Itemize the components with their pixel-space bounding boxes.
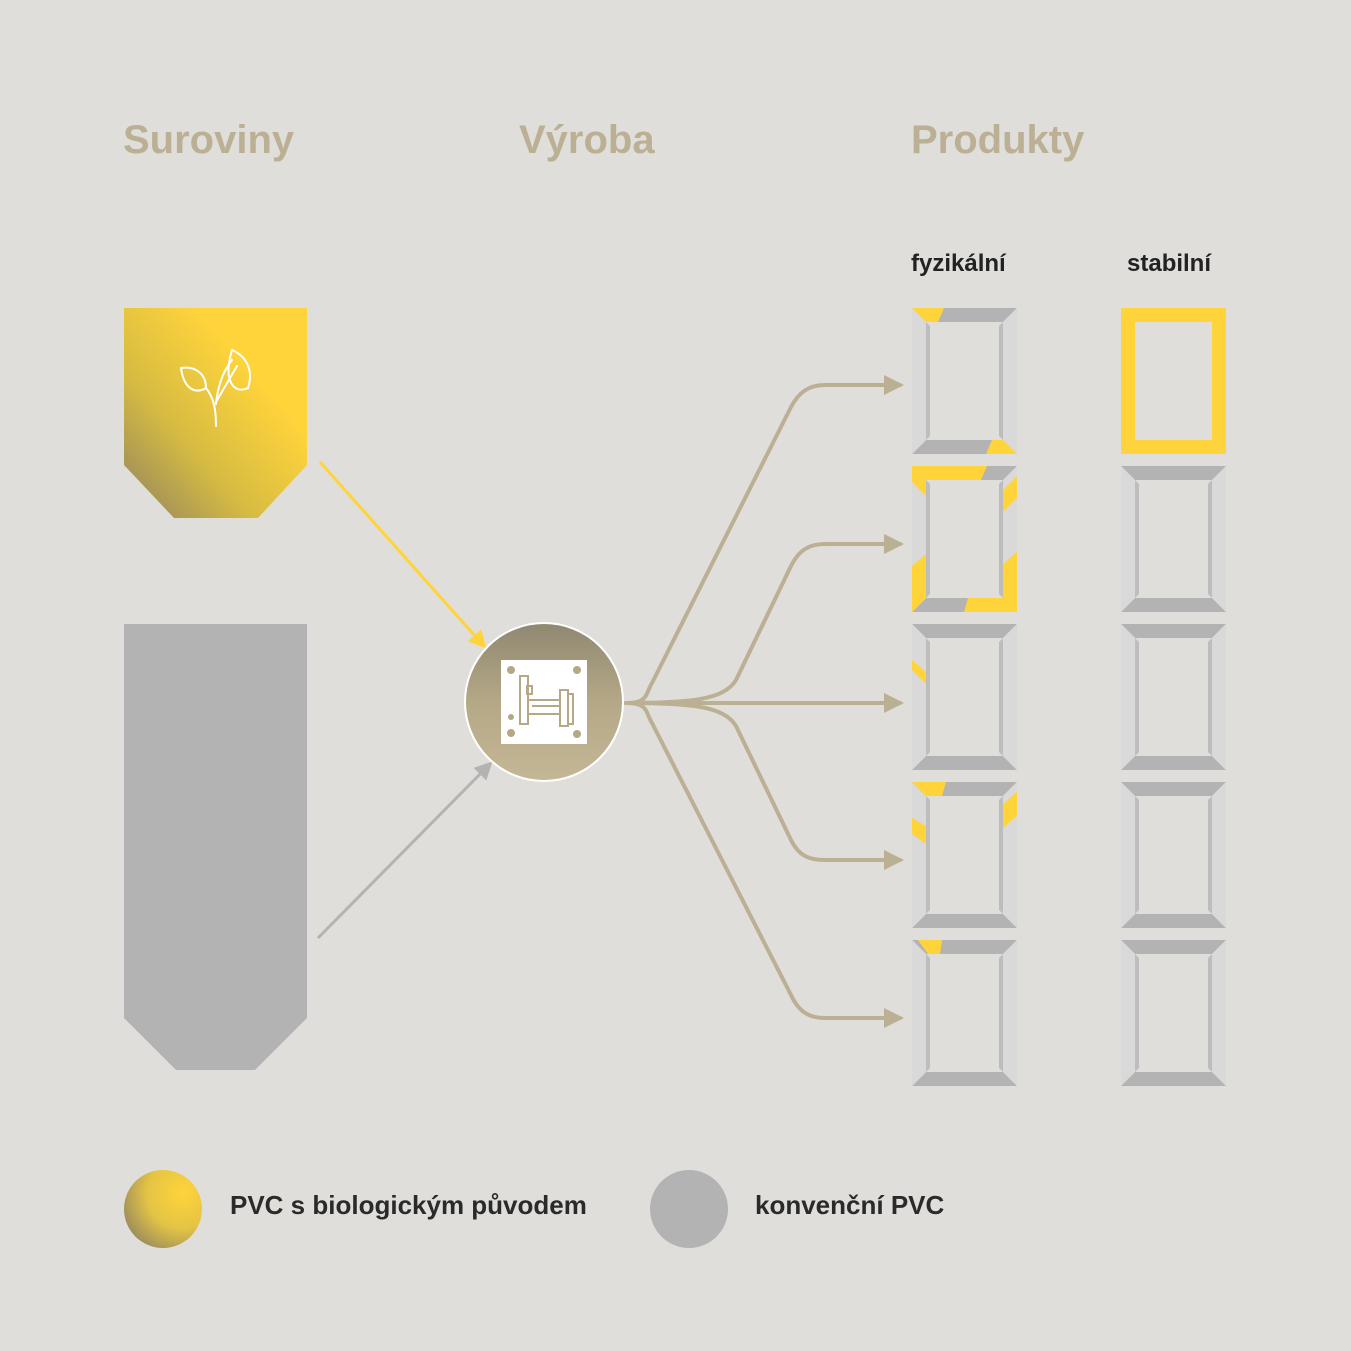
frame-bottom [912, 756, 1017, 770]
frame-bevel-left [1135, 638, 1139, 756]
bio-silo [124, 308, 307, 518]
frame-right [1003, 308, 1017, 454]
physical-frame-2 [912, 466, 1017, 612]
frame-bevel-right [1208, 638, 1212, 756]
heading-production: Výroba [519, 118, 655, 162]
bio-segment [918, 940, 942, 954]
stable-frame-2 [1121, 466, 1226, 612]
frame-bottom [912, 1072, 1017, 1086]
frame-bevel-left [1135, 480, 1139, 598]
physical-frame-1 [912, 308, 1017, 454]
extrusion-machine-icon [501, 660, 587, 744]
sprout-icon [180, 349, 251, 427]
output-flows [624, 375, 904, 1028]
frame-bevel-left [926, 638, 930, 756]
stable-products [1121, 308, 1226, 1086]
frame-right [1212, 308, 1226, 454]
frame-bevel-left [926, 796, 930, 914]
bio-segment [1003, 792, 1017, 828]
legend-conventional-swatch [650, 1170, 728, 1248]
frame-bottom [1121, 598, 1226, 612]
frame-right [1212, 624, 1226, 770]
legend-conventional-label: konvenční PVC [755, 1190, 945, 1220]
bio-segment [912, 308, 944, 322]
bio-segment [912, 660, 926, 684]
bio-segment [912, 466, 987, 480]
bio-segment [912, 554, 926, 612]
stable-frame-4 [1121, 782, 1226, 928]
frame-top [1121, 940, 1226, 954]
frame-bevel-left [1135, 796, 1139, 914]
bio-segment [912, 818, 926, 844]
frame-left [912, 782, 926, 928]
frame-bottom [912, 914, 1017, 928]
frame-right [1212, 940, 1226, 1086]
stable-frame-3 [1121, 624, 1226, 770]
frame-bevel-left [926, 480, 930, 598]
frame-bevel-right [1208, 954, 1212, 1072]
frame-bevel-left [926, 322, 930, 440]
conventional-arrow [316, 761, 493, 940]
physical-products [912, 308, 1017, 1086]
bio-segment [986, 440, 1017, 454]
frame-left [912, 308, 926, 454]
frame-bevel-right [999, 322, 1003, 440]
frame-bevel-left [926, 954, 930, 1072]
bio-segment [912, 782, 946, 796]
production-machine [464, 622, 624, 782]
heading-raw-materials: Suroviny [123, 118, 295, 162]
physical-frame-5 [912, 940, 1017, 1086]
legend-bio-swatch [124, 1170, 202, 1248]
column-label-physical: fyzikální [911, 250, 1006, 277]
bio-segment [912, 466, 926, 496]
physical-frame-3 [912, 624, 1017, 770]
frame-bevel-right [999, 954, 1003, 1072]
frame-right [1003, 940, 1017, 1086]
frame-top [1121, 308, 1226, 322]
physical-frame-4 [912, 782, 1017, 928]
bio-segment [964, 598, 1017, 612]
frame-bottom [1121, 440, 1226, 454]
frame-left [1121, 624, 1135, 770]
frame-bottom [1121, 756, 1226, 770]
conventional-silo [124, 624, 307, 1070]
frame-top [1121, 466, 1226, 480]
frame-bevel-right [1208, 796, 1212, 914]
frame-bevel-left [1135, 954, 1139, 1072]
frame-right [1212, 782, 1226, 928]
frame-bevel-right [1208, 480, 1212, 598]
frame-top [912, 624, 1017, 638]
frame-bevel-right [999, 796, 1003, 914]
stable-frame-1 [1121, 308, 1226, 454]
frame-bottom [1121, 914, 1226, 928]
frame-right [1212, 466, 1226, 612]
frame-left [1121, 308, 1135, 454]
bio-segment [1003, 476, 1017, 512]
stable-frame-5 [1121, 940, 1226, 1086]
frame-bottom [1121, 1072, 1226, 1086]
frame-left [1121, 940, 1135, 1086]
legend-bio-label: PVC s biologickým původem [230, 1190, 587, 1220]
column-label-stable: stabilní [1127, 250, 1212, 277]
heading-products: Produkty [911, 118, 1085, 162]
frame-right [1003, 624, 1017, 770]
frame-left [912, 940, 926, 1086]
frame-bevel-right [999, 480, 1003, 598]
frame-left [1121, 782, 1135, 928]
frame-left [912, 624, 926, 770]
frame-top [1121, 624, 1226, 638]
frame-bevel-right [999, 638, 1003, 756]
bio-segment [1003, 552, 1017, 612]
bio-arrow [318, 461, 487, 649]
frame-left [1121, 466, 1135, 612]
frame-top [1121, 782, 1226, 796]
